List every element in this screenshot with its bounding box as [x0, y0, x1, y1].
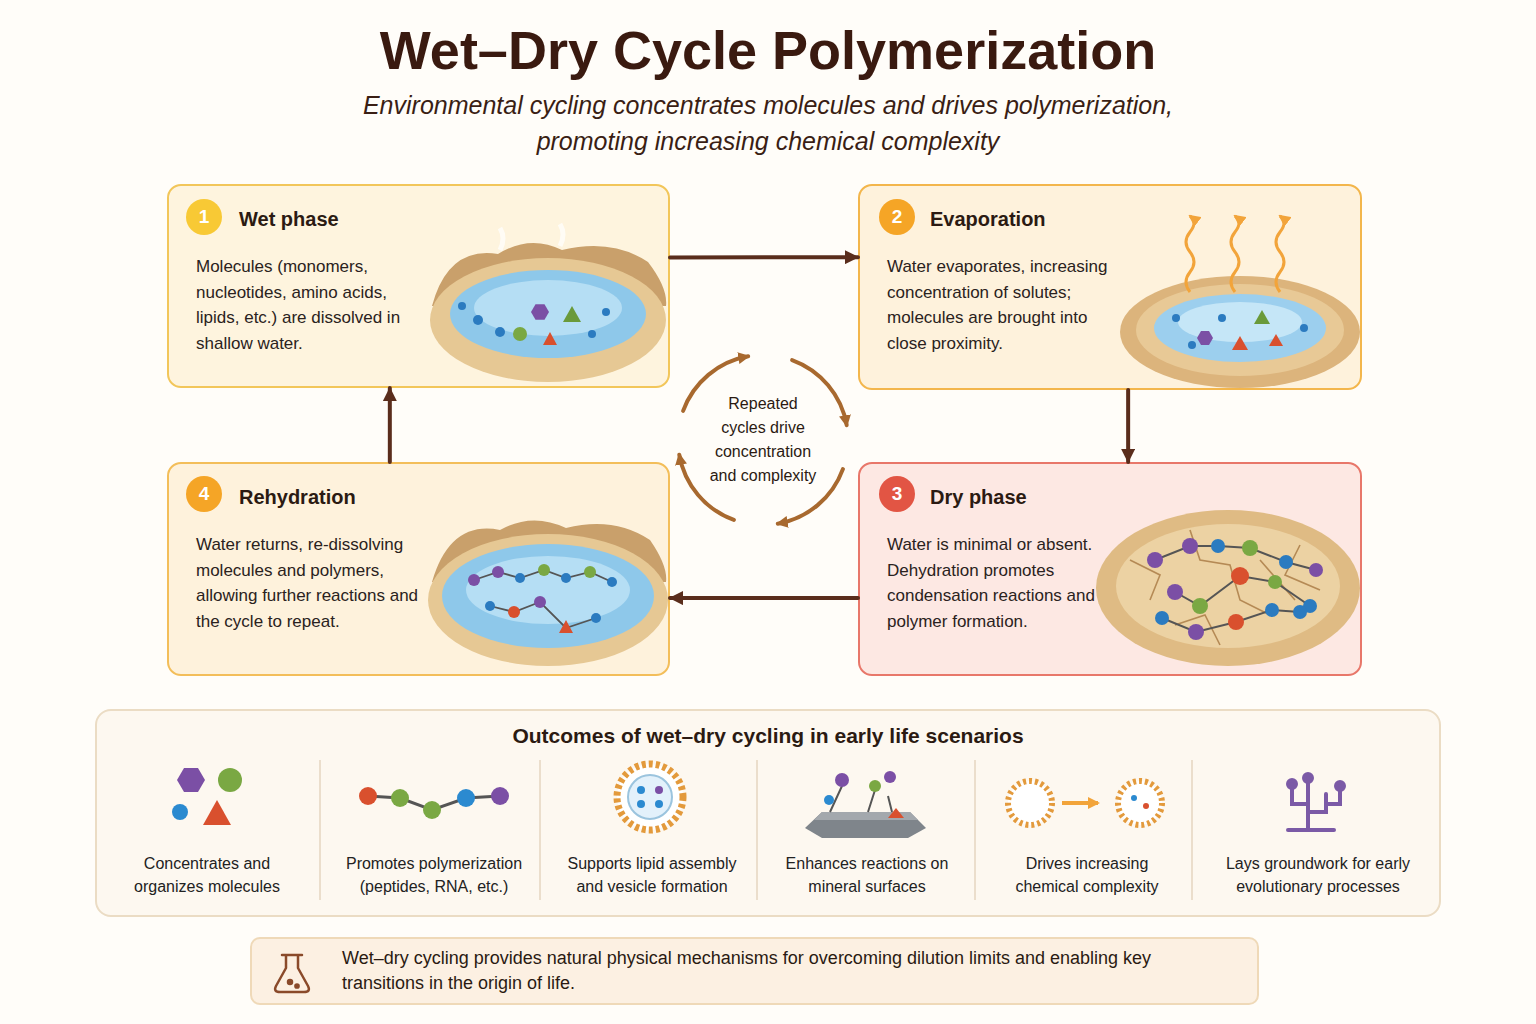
cycle-circle: Repeated cycles drive concentration and …	[688, 365, 838, 515]
outcome-caption: Concentrates and organizes molecules	[107, 852, 307, 898]
cycle-ring	[679, 356, 846, 523]
outcome-caption: Lays groundwork for early evolutionary p…	[1203, 852, 1433, 898]
subtitle: Environmental cycling concentrates molec…	[308, 87, 1228, 159]
step-heading: Wet phase	[239, 206, 539, 232]
outcome-caption: Promotes polymerization (peptides, RNA, …	[334, 852, 534, 898]
number-badge: 4	[186, 476, 222, 512]
ring-arc	[792, 360, 847, 425]
flow-arrow	[1126, 390, 1130, 462]
step-number: 4	[186, 483, 222, 505]
flow-arrow	[670, 596, 858, 600]
flow-arrow	[388, 388, 392, 462]
outcomes-band: Outcomes of wet–dry cycling in early lif…	[95, 709, 1441, 917]
number-badge: 1	[186, 199, 222, 235]
note-text: Wet–dry cycling provides natural physica…	[342, 946, 1192, 996]
diagram-title: Wet–Dry Cycle Polymerization	[0, 18, 1536, 82]
step-description: Water evaporates, increasing concentrati…	[887, 254, 1122, 356]
step-heading: Dry phase	[930, 484, 1230, 510]
band-heading: Outcomes of wet–dry cycling in early lif…	[97, 723, 1439, 749]
cycle-text: Repeated cycles drive concentration and …	[705, 392, 821, 488]
ring-arc	[679, 455, 734, 520]
step-number: 1	[186, 206, 222, 228]
process-box: Dry phaseWater is minimal or absent. Deh…	[858, 462, 1362, 676]
process-box: Wet phaseMolecules (monomers, nucleotide…	[167, 184, 670, 388]
step-number: 2	[879, 206, 915, 228]
number-badge: 3	[879, 476, 915, 512]
process-box: EvaporationWater evaporates, increasing …	[858, 184, 1362, 390]
outcome-caption: Drives increasing chemical complexity	[992, 852, 1182, 898]
step-description: Water is minimal or absent. Dehydration …	[887, 532, 1122, 634]
outcome-caption: Enhances reactions on mineral surfaces	[767, 852, 967, 898]
step-heading: Rehydration	[239, 484, 539, 510]
outcome-caption: Supports lipid assembly and vesicle form…	[552, 852, 752, 898]
process-box: RehydrationWater returns, re-dissolving …	[167, 462, 670, 676]
step-number: 3	[879, 483, 915, 505]
step-description: Water returns, re-dissolving molecules a…	[196, 532, 431, 634]
step-description: Molecules (monomers, nucleotides, amino …	[196, 254, 431, 356]
step-heading: Evaporation	[930, 206, 1230, 232]
number-badge: 2	[879, 199, 915, 235]
flow-arrow	[670, 255, 858, 259]
note-box: Wet–dry cycling provides natural physica…	[250, 937, 1259, 1005]
